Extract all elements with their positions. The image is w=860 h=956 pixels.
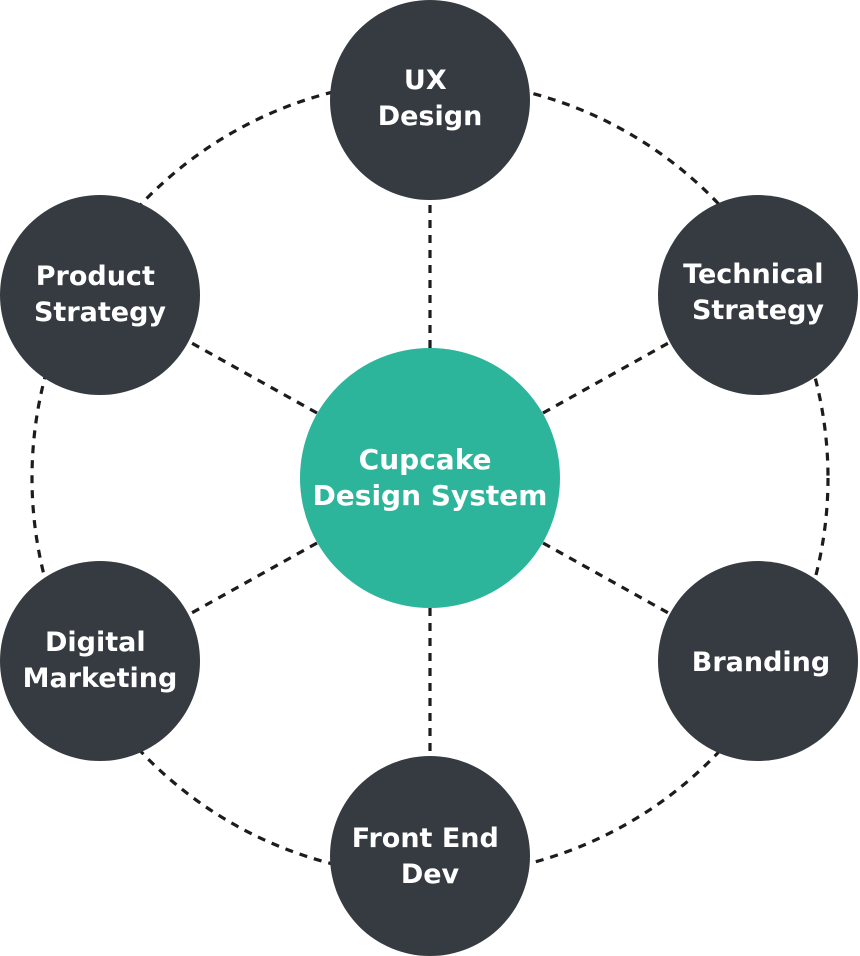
node-ux-design-circle: [330, 0, 530, 200]
svg-text:Cupcake Design System: Cupcake Design System: [313, 443, 548, 512]
node-front-end-dev-label-line-1: Front End: [352, 823, 499, 854]
node-front-end-dev-circle: [330, 756, 530, 956]
center-node: Cupcake Design System: [300, 348, 560, 608]
node-product-strategy: Product Strategy: [0, 195, 200, 395]
svg-text:Digital Marketing: Digital Marketing: [23, 627, 178, 694]
node-front-end-dev: Front End Dev: [330, 756, 530, 956]
node-branding-label-line-1: Branding: [692, 647, 830, 678]
node-product-strategy-label-line-2: Strategy: [34, 297, 166, 328]
node-digital-marketing: Digital Marketing: [0, 561, 200, 761]
svg-text:Technical Strategy: Technical Strategy: [683, 259, 833, 326]
node-technical-strategy-label-line-2: Strategy: [692, 295, 824, 326]
svg-text:Front End Dev: Front End Dev: [352, 823, 509, 890]
node-ux-design-label-line-1: UX: [404, 65, 447, 96]
node-product-strategy-label-line-1: Product: [36, 261, 155, 292]
node-digital-marketing-circle: [0, 561, 200, 761]
node-digital-marketing-label-line-1: Digital: [45, 627, 146, 658]
svg-text:Branding: Branding: [692, 647, 830, 678]
node-ux-design-label-line-2: Design: [378, 101, 483, 132]
spokes: [187, 200, 673, 756]
spoke-digital-marketing: [187, 541, 318, 617]
svg-text:Product Strategy: Product Strategy: [34, 261, 166, 328]
node-technical-strategy: Technical Strategy: [658, 195, 858, 395]
node-product-strategy-circle: [0, 195, 200, 395]
spoke-branding: [542, 541, 673, 617]
center-node-circle: [300, 348, 560, 608]
node-ux-design: UX Design: [330, 0, 530, 200]
node-branding-circle: [658, 561, 858, 761]
node-digital-marketing-label-line-2: Marketing: [23, 663, 178, 694]
spoke-product-strategy: [187, 339, 318, 415]
node-front-end-dev-label-line-2: Dev: [401, 859, 460, 890]
spoke-technical-strategy: [542, 339, 673, 415]
outer-dashed-ring: [30, 78, 830, 878]
node-technical-strategy-circle: [658, 195, 858, 395]
center-node-label-line-1: Cupcake: [359, 443, 492, 476]
node-branding: Branding: [658, 561, 858, 761]
node-technical-strategy-label-line-1: Technical: [683, 259, 823, 290]
svg-text:UX Design: UX Design: [378, 65, 483, 132]
center-node-label-line-2: Design System: [313, 479, 548, 512]
